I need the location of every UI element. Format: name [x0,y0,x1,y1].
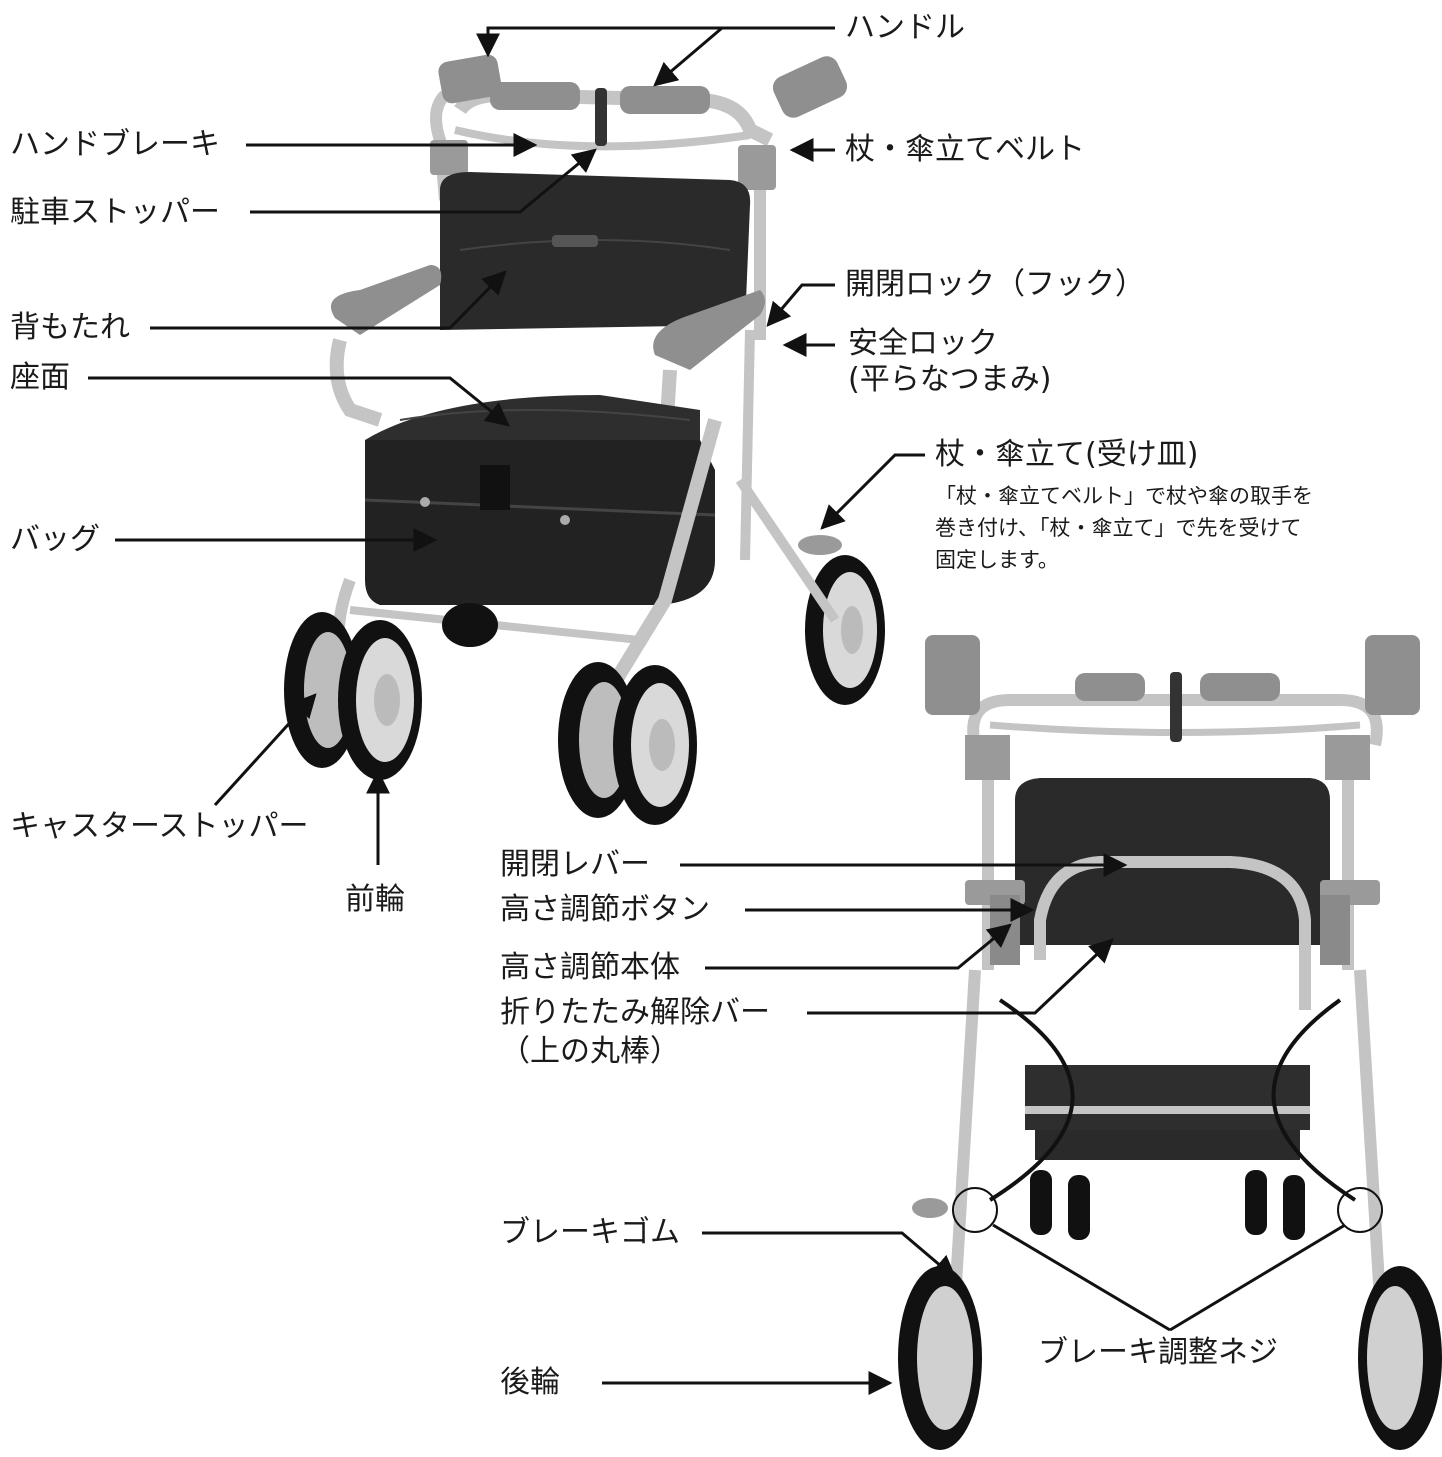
label-front-wheel: 前輪 [345,882,405,917]
rear-wheel-back-illustration [805,555,885,705]
walker-rear-view-illustration [898,635,1442,1450]
label-height-body: 高さ調節本体 [500,950,680,985]
label-safety-lock: 安全ロック [848,326,998,361]
brake-adjust-marker-left [952,1187,998,1233]
label-bag: バッグ [10,522,100,557]
label-safety-lock-note: (平らなつまみ) [848,362,1052,397]
rear-wheel-illustration [898,1266,1442,1450]
label-brake-rubber: ブレーキゴム [500,1215,680,1250]
label-brake-adjust-screw: ブレーキ調整ネジ [1038,1335,1278,1370]
label-open-close-lever: 開閉レバー [500,847,650,882]
front-wheel-illustration [284,612,422,780]
label-open-close-lock: 開閉ロック（フック） [845,267,1145,302]
cane-stand-note-line-1: 「杖・傘立てベルト」で杖や傘の取手を [935,484,1313,508]
label-backrest: 背もたれ [10,310,130,345]
label-fold-release-bar: 折りたたみ解除バー [500,995,770,1030]
walker-front-view-illustration [284,54,885,825]
label-cane-belt: 杖・傘立てベルト [845,132,1085,167]
label-hand-brake: ハンドブレーキ [10,127,220,162]
label-fold-release-bar-note: （上の丸棒） [500,1034,680,1069]
label-rear-wheel: 後輪 [500,1365,560,1400]
cane-stand-note-line-3: 固定します。 [935,548,1059,572]
label-caster-stopper: キャスターストッパー [10,809,309,844]
brake-adjust-marker-right [1337,1187,1383,1233]
cane-stand-note-line-2: 巻き付け、「杖・傘立て」で先を受けて [935,516,1302,540]
label-handle: ハンドル [845,10,965,45]
label-cane-stand: 杖・傘立て(受け皿) [935,437,1199,472]
label-parking-stopper: 駐車ストッパー [10,195,220,230]
label-seat: 座面 [10,360,70,395]
label-height-button: 高さ調節ボタン [500,892,710,927]
leader-lines [88,26,1346,1395]
